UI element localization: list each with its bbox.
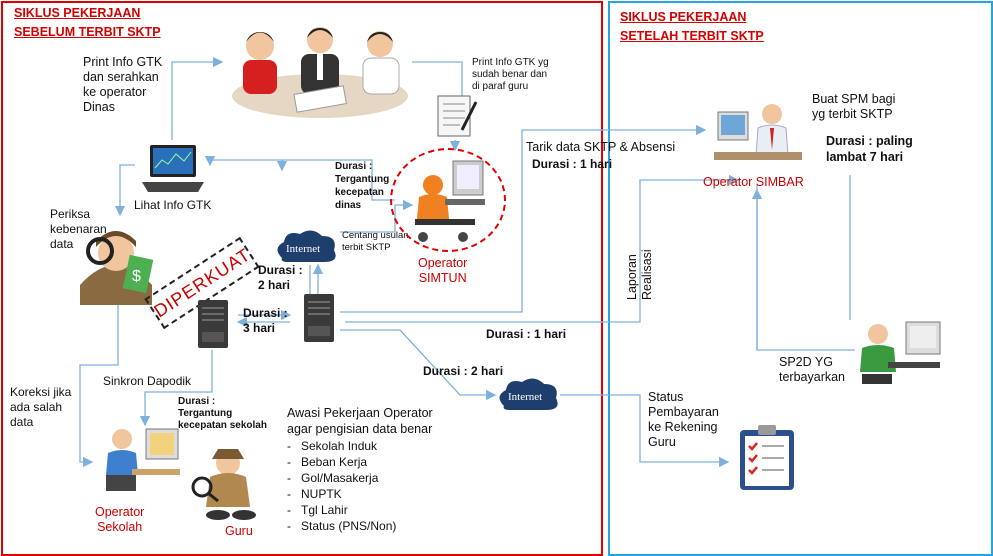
operator-simbar-illustration [710, 100, 810, 172]
status-pembayaran-label: Status Pembayaran ke Rekening Guru [648, 390, 719, 449]
internet-cloud-icon: Internet [272, 228, 340, 266]
durasi-1hari-a-label: Durasi : 1 hari [532, 157, 613, 171]
svg-text:$: $ [132, 268, 141, 285]
awasi-item: - Sekolah Induk [287, 439, 378, 453]
durasi-dinas-label: Durasi : Tergantung kecepatan dinas [335, 161, 390, 211]
durasi-sekolah-label: Durasi : Tergantung kecepatan sekolah [178, 396, 267, 431]
internet-text-2: Internet [508, 391, 542, 403]
centang-label: Centang usulan terbit SKTP [342, 230, 409, 253]
signed-document-icon [432, 92, 478, 142]
left-panel-border [1, 1, 603, 556]
sp2d-operator-illustration [852, 318, 944, 386]
awasi-item: - Beban Kerja [287, 455, 368, 469]
awasi-list: - Sekolah Induk - Beban Kerja - Gol/Masa… [287, 438, 396, 534]
laptop-icon [140, 142, 206, 198]
inspector-sktp-illustration: $ [70, 225, 162, 305]
tarik-data-label: Tarik data SKTP & Absensi [526, 140, 676, 154]
durasi-2hari-b-label: Durasi : 2 hari [423, 364, 504, 378]
simtun-dashed-circle [390, 148, 506, 252]
laporan-label: Laporan Realisasi [625, 249, 654, 300]
lihat-info-label: Lihat Info GTK [134, 198, 212, 212]
durasi-1hari-b-label: Durasi : 1 hari [486, 327, 567, 341]
durasi-7hari-label: Durasi : paling lambat 7 hari [826, 134, 913, 164]
right-panel-border [608, 1, 993, 556]
koreksi-label: Koreksi jika ada salah data [10, 385, 72, 429]
internet-text-1: Internet [286, 243, 320, 255]
server-icon-dinas [298, 292, 340, 346]
operator-sekolah-illustration [92, 425, 184, 497]
right-panel-title: SIKLUS PEKERJAAN SETELAH TERBIT SKTP [620, 10, 764, 43]
awasi-item: - Status (PNS/Non) [287, 519, 397, 533]
meeting-illustration [225, 18, 415, 120]
operator-sekolah-label: Operator Sekolah [95, 505, 145, 534]
guru-label: Guru [225, 524, 253, 538]
print-info-label: Print Info GTK dan serahkan ke operator … [83, 55, 163, 114]
sp2d-label: SP2D YG terbayarkan [779, 355, 846, 384]
operator-simtun-illustration [405, 155, 495, 245]
server-icon-dapodik [192, 298, 234, 352]
awasi-label: Awasi Pekerjaan Operator agar pengisian … [287, 406, 433, 436]
awasi-item: - NUPTK [287, 487, 342, 501]
checklist-clipboard-icon [732, 422, 802, 494]
operator-simtun-label: Operator SIMTUN [418, 256, 468, 285]
sinkron-label: Sinkron Dapodik [103, 374, 192, 388]
durasi-3hari-label: Durasi : 3 hari [243, 306, 288, 335]
internet-cloud-icon-2: Internet [494, 378, 562, 414]
guru-detective-illustration [188, 445, 270, 523]
awasi-item: - Gol/Masakerja [287, 471, 379, 485]
left-panel-title: SIKLUS PEKERJAAN SEBELUM TERBIT SKTP [14, 6, 161, 39]
durasi-2hari-a-label: Durasi : 2 hari [258, 263, 303, 292]
buat-spm-label: Buat SPM bagi yg terbit SKTP [812, 92, 896, 121]
print-info-paraf-label: Print Info GTK yg sudah benar dan di par… [472, 57, 549, 92]
awasi-item: - Tgl Lahir [287, 503, 348, 517]
operator-simbar-label: Operator SIMBAR [703, 175, 804, 189]
periksa-label: Periksa kebenaran data [50, 207, 107, 251]
